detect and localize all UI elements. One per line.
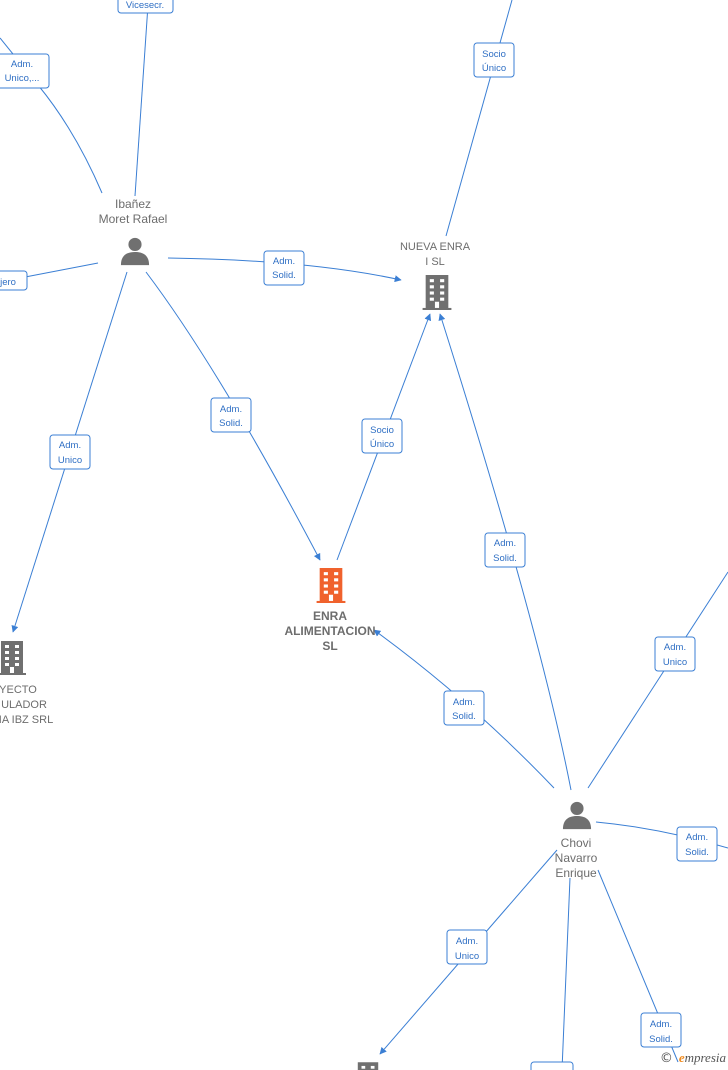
node-nueva-enra[interactable]: NUEVA ENRA I SL	[400, 241, 471, 310]
building-icon	[422, 275, 452, 310]
edge-label-text: Único	[370, 439, 394, 450]
edge-chovi-nueva	[438, 313, 572, 791]
node-label: ALIMENTACION	[284, 624, 375, 638]
node-chovi[interactable]: Chovi Navarro Enrique	[555, 801, 598, 880]
edge-label-text: Adm.	[453, 697, 475, 708]
edge-label-text: Solid.	[272, 270, 296, 281]
edge-label-text: Adm.	[456, 936, 478, 947]
edge-chovi-bottom-mid	[561, 877, 571, 1070]
brand-initial: e	[678, 1050, 685, 1065]
copyright-symbol: ©	[659, 1051, 673, 1066]
edge-label-text: Solid.	[685, 847, 709, 858]
node-label: Navarro	[555, 851, 598, 865]
node-label: ULADOR	[1, 699, 47, 711]
node-label: Chovi	[561, 836, 592, 850]
edge-label-text: Adm.	[273, 256, 295, 267]
edge-label-text: Socio	[370, 425, 394, 436]
node-bottom-company[interactable]	[355, 1062, 381, 1070]
person-icon	[120, 237, 150, 266]
edge-label-text: Unico,...	[5, 73, 40, 84]
edge-label-text: Solid.	[649, 1034, 673, 1045]
node-label: Enrique	[555, 866, 597, 880]
edge-label-text: Adm.	[650, 1019, 672, 1030]
edge-label-ibanez-enra[interactable]: Adm. Solid.	[210, 397, 252, 433]
node-label: Moret Rafael	[99, 212, 168, 226]
edge-label-chovi-right2[interactable]: Adm. Solid.	[676, 826, 718, 862]
edge-label-text: Adm.	[11, 59, 33, 70]
edge-label-text: Solid.	[452, 711, 476, 722]
edge-chovi-right	[587, 571, 728, 789]
edge-ibanez-jero	[19, 262, 99, 279]
edge-label-adm-unico-top[interactable]: Adm. Unico,...	[0, 53, 50, 89]
edge-label-ibanez-proyecto[interactable]: Adm. Unico	[49, 434, 91, 470]
edge-label-text: Adm.	[686, 832, 708, 843]
building-icon	[0, 641, 26, 675]
edge-label-chovi-enra[interactable]: Adm. Solid.	[443, 690, 485, 726]
edge-label-chovi-bottom-mid[interactable]	[530, 1061, 574, 1070]
edge-label-text: Unico	[663, 657, 687, 668]
edge-label-text: Adm.	[494, 538, 516, 549]
person-icon	[562, 801, 592, 830]
node-label: YECTO	[0, 684, 37, 696]
edge-label-ibanez-nueva[interactable]: Adm. Solid.	[263, 250, 305, 286]
node-label: SL	[322, 639, 337, 653]
edge-label-text: Único	[482, 63, 506, 74]
edge-label-socio-unico-top[interactable]: Socio Único	[473, 42, 515, 78]
edge-label-text: Solid.	[493, 553, 517, 564]
edge-label-chovi-bottom[interactable]: Adm. Unico	[446, 929, 488, 965]
edge-ibanez-adm-unico-top	[0, 37, 103, 194]
edge-label-text: Adm.	[59, 440, 81, 451]
edge-label-text: Unico	[58, 455, 82, 466]
node-label: ENRA	[313, 609, 347, 623]
node-label: NUEVA ENRA	[400, 241, 471, 253]
edge-label-chovi-bottom2[interactable]: Adm. Solid.	[640, 1012, 682, 1048]
edge-label-enra-nueva[interactable]: Socio Único	[361, 418, 403, 454]
footer-brand: © empresia	[660, 1050, 726, 1066]
edge-ibanez-vicesecr	[134, 4, 149, 197]
brand-name: mpresia	[684, 1050, 726, 1065]
edge-ibanez-enra	[145, 271, 321, 561]
edge-nueva-socio-unico-top	[445, 0, 513, 237]
edge-label-text: Adm.	[664, 642, 686, 653]
node-ibanez[interactable]: Ibañez Moret Rafael	[99, 197, 168, 266]
edge-label-chovi-nueva[interactable]: Adm. Solid.	[484, 532, 526, 568]
node-label: IA IBZ SRL	[0, 714, 53, 726]
edge-label-text: jero	[0, 277, 16, 288]
building-icon	[316, 568, 346, 603]
node-label: I SL	[425, 256, 445, 268]
edge-label-text: Unico	[455, 951, 479, 962]
edge-label-text: Solid.	[219, 418, 243, 429]
edge-label-vicesecr[interactable]: Vicesecr.	[117, 0, 174, 14]
node-enra-alimentacion[interactable]: ENRA ALIMENTACION SL	[284, 568, 376, 653]
edge-label-text: Adm.	[220, 404, 242, 415]
edge-label-text: Vicesecr.	[126, 0, 164, 11]
node-proyecto[interactable]: YECTO ULADOR IA IBZ SRL	[0, 641, 53, 726]
edge-label-chovi-right[interactable]: Adm. Unico	[654, 636, 696, 672]
edge-label-jero[interactable]: jero	[0, 270, 28, 291]
edge-label-text: Socio	[482, 49, 506, 60]
building-icon	[355, 1062, 381, 1070]
node-label: Ibañez	[115, 197, 151, 211]
